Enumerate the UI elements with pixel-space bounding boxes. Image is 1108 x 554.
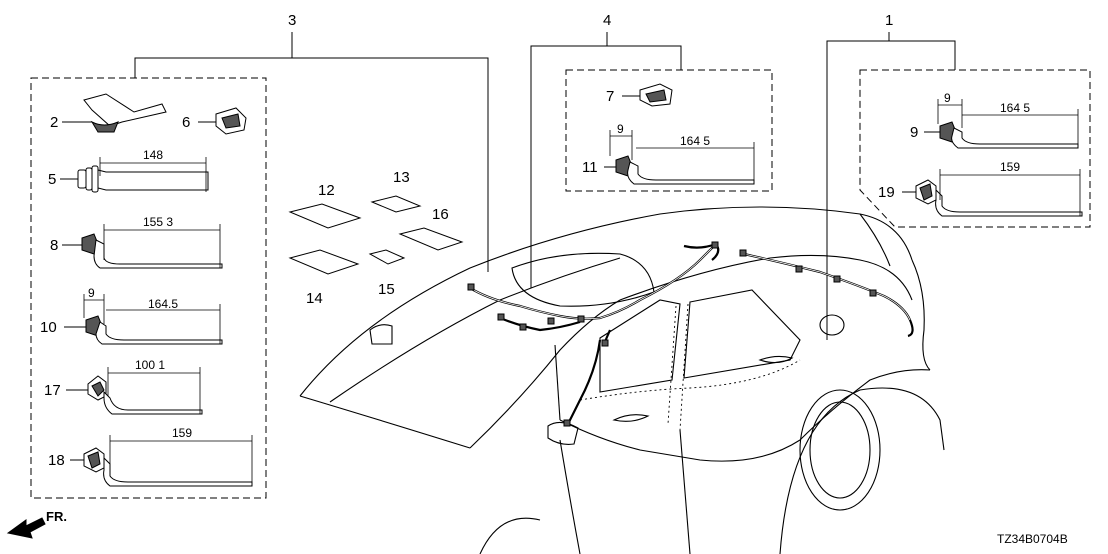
part-19: 19 159 xyxy=(878,160,1083,217)
part-10: 10 9 164.5 xyxy=(40,286,223,345)
part-5: 5 148 xyxy=(48,148,209,193)
callout-17: 17 xyxy=(44,382,61,399)
part-2: 2 xyxy=(50,93,167,133)
callout-11: 11 xyxy=(582,159,598,176)
car-illustration xyxy=(299,206,945,554)
dim-17: 100 1 xyxy=(135,358,165,372)
callout-9: 9 xyxy=(910,124,918,141)
callout-10: 10 xyxy=(40,319,57,336)
callout-5: 5 xyxy=(48,171,56,188)
dim-11-b: 164 5 xyxy=(680,134,710,148)
part-9: 9 9 164 5 xyxy=(910,91,1079,149)
dim-10-a: 9 xyxy=(88,286,95,300)
dim-8: 155 3 xyxy=(143,215,173,229)
group-1-box xyxy=(859,69,1091,228)
pad-12 xyxy=(288,203,362,229)
callout-2: 2 xyxy=(50,114,58,131)
dim-11-a: 9 xyxy=(617,122,624,136)
part-17: 17 100 1 xyxy=(44,358,203,415)
group-3: 3 xyxy=(30,12,489,499)
dim-19: 159 xyxy=(1000,160,1020,174)
callout-18: 18 xyxy=(48,452,65,469)
dim-9-b: 164 5 xyxy=(1000,101,1030,115)
group-3-box xyxy=(30,77,267,499)
diagram-code: TZ34B0704B xyxy=(997,532,1068,546)
group-1: 1 xyxy=(826,12,1091,340)
callout-16: 16 xyxy=(432,206,449,223)
group-4-callout: 4 xyxy=(603,12,611,29)
dim-9-a: 9 xyxy=(944,91,951,105)
pads: 12 13 16 14 15 xyxy=(288,169,464,307)
part-8: 8 155 3 xyxy=(50,215,223,269)
callout-19: 19 xyxy=(878,184,895,201)
dim-10-b: 164.5 xyxy=(148,297,178,311)
pad-14 xyxy=(288,249,360,275)
callout-13: 13 xyxy=(393,169,410,186)
group-4: 4 xyxy=(530,12,773,288)
callout-15: 15 xyxy=(378,281,395,298)
part-11: 11 9 164 5 xyxy=(582,122,755,185)
callout-12: 12 xyxy=(318,182,335,199)
wire-harness xyxy=(467,241,914,427)
part-18: 18 159 xyxy=(48,426,253,487)
callout-14: 14 xyxy=(306,290,323,307)
pad-15 xyxy=(368,249,406,265)
pad-13 xyxy=(370,195,422,213)
pad-16 xyxy=(398,227,464,251)
callout-8: 8 xyxy=(50,237,58,254)
group-4-box xyxy=(565,69,773,192)
arrow-left-icon xyxy=(6,517,46,539)
callout-7: 7 xyxy=(606,88,614,105)
group-3-callout: 3 xyxy=(288,12,296,29)
group-1-callout: 1 xyxy=(885,12,893,29)
dim-5: 148 xyxy=(143,148,163,162)
part-6: 6 xyxy=(182,107,247,135)
front-label: FR. xyxy=(46,509,67,524)
front-indicator: FR. xyxy=(6,509,67,539)
part-7: 7 xyxy=(606,83,673,107)
dim-18: 159 xyxy=(172,426,192,440)
callout-6: 6 xyxy=(182,114,190,131)
